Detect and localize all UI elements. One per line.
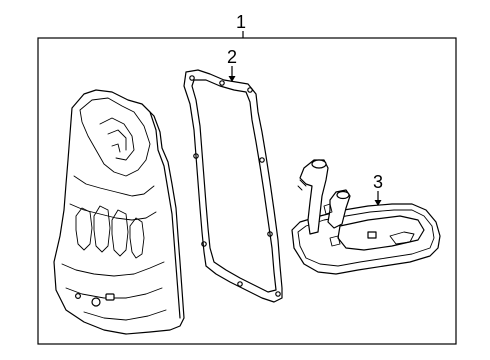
filter-panel — [337, 215, 425, 251]
callout-3-label: 3 — [373, 172, 383, 192]
gasket-bolt-hole — [237, 281, 243, 287]
oil-pan-flange — [141, 103, 181, 319]
gasket-bolt-hole — [193, 153, 199, 159]
callout-3-arrowhead — [374, 200, 382, 206]
oil-pan-lower-ribs — [75, 205, 145, 259]
transmission-filter — [291, 159, 441, 275]
filter-neck-opening — [336, 190, 350, 200]
gasket-bolt-hole — [189, 75, 195, 81]
oil-pan — [53, 89, 185, 335]
callout-3: 3 — [373, 172, 383, 206]
callout-2-label: 2 — [227, 47, 237, 67]
filter-panel-detail — [389, 231, 415, 245]
filter-neck — [327, 189, 351, 229]
gasket-outer — [183, 69, 283, 303]
gasket-bolt-hole — [259, 157, 265, 163]
assembly-frame — [37, 37, 457, 345]
callout-2-arrowhead — [228, 76, 236, 82]
oil-pan-bottom-contour — [61, 261, 167, 321]
filter-clip — [329, 235, 341, 247]
gasket-bolt-hole — [201, 241, 207, 247]
oil-pan-top-contour — [79, 97, 151, 177]
filter-tube-inlet — [311, 159, 327, 169]
pan-gasket — [183, 69, 283, 303]
oil-pan-mid-contour — [69, 175, 157, 221]
oil-pan-drain-plug — [91, 297, 101, 307]
oil-pan-upper-ribs — [99, 117, 135, 161]
gasket-bolt-hole — [247, 87, 253, 93]
oil-pan-boss — [105, 293, 115, 301]
gasket-inner — [191, 79, 277, 293]
filter-tube-ring — [297, 179, 307, 191]
gasket-bolt-hole — [219, 80, 225, 86]
gasket-bolt-hole — [267, 231, 273, 237]
callout-1-label: 1 — [236, 12, 246, 32]
oil-pan-bolt — [74, 293, 81, 300]
filter-tab — [367, 231, 377, 239]
oil-pan-body — [53, 89, 185, 335]
filter-rim — [297, 209, 435, 267]
callout-2: 2 — [227, 47, 237, 82]
callout-1: 1 — [236, 12, 246, 38]
gasket-bolt-hole — [275, 291, 281, 297]
filter-clip — [323, 203, 333, 215]
